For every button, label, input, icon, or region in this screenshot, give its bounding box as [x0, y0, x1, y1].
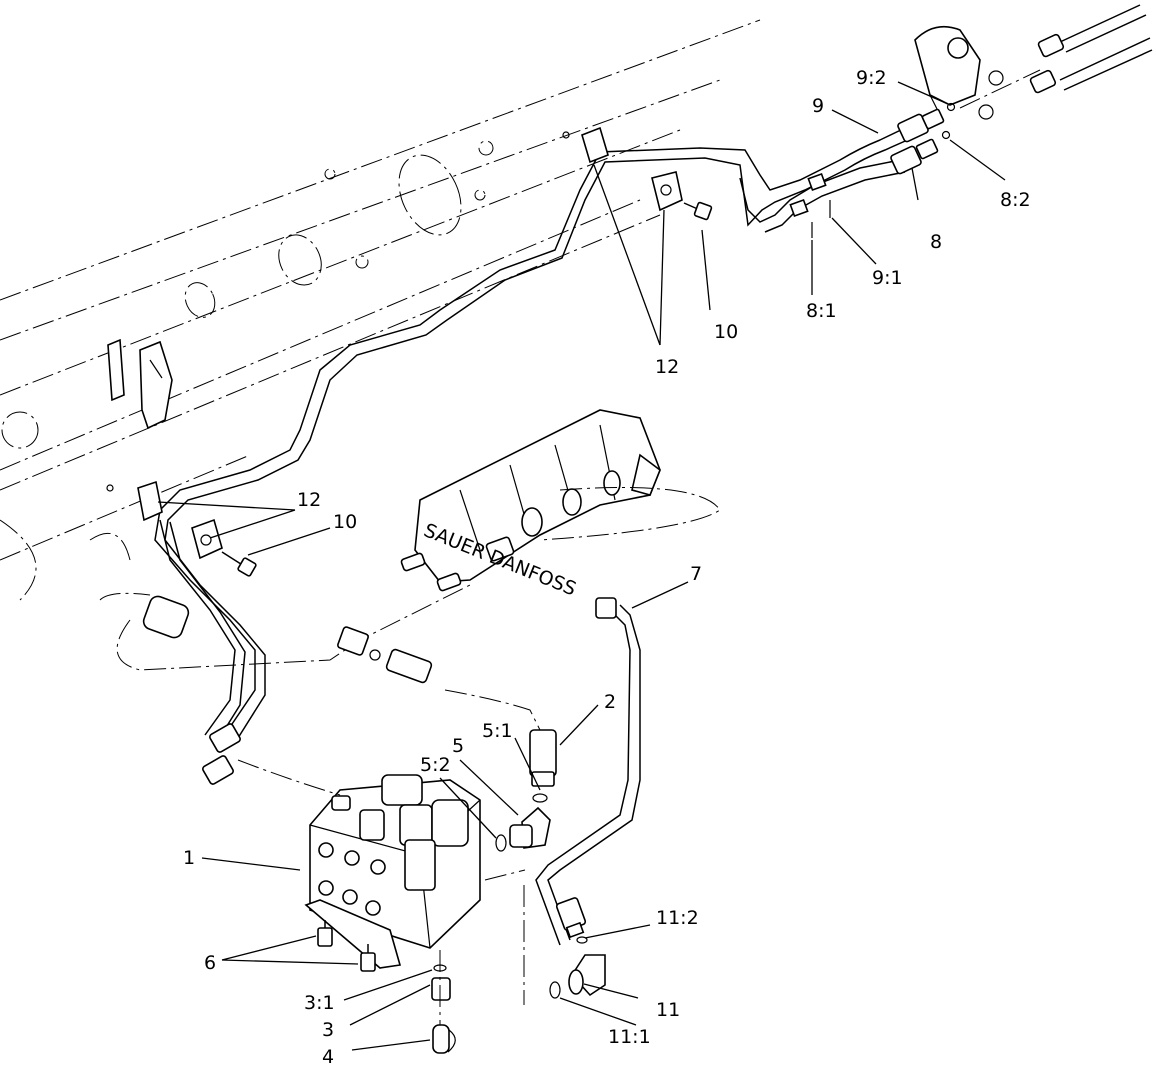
callout-12-upper: 12: [655, 356, 679, 378]
callout-4: 4: [322, 1046, 334, 1068]
clamp-12-upper-a: [562, 126, 609, 164]
pump-mount-phantom: [539, 487, 721, 541]
bolt-10-lower: [221, 551, 257, 577]
callout-3-1: 3:1: [304, 992, 335, 1014]
tube-nut-8-top: [890, 138, 939, 175]
hose-7: [523, 597, 641, 1005]
o-ring-11-2: [576, 936, 588, 944]
callout-12-lower: 12: [297, 489, 321, 511]
callout-5-2: 5:2: [420, 754, 451, 776]
hydraulic-gear-pump: SAUER DANFOSS: [400, 409, 661, 600]
clamp-12-lower-a: [106, 480, 163, 522]
callout-1: 1: [183, 847, 195, 869]
o-rings-top: [941, 102, 956, 140]
bolt-6-a: [317, 920, 333, 947]
tube-to-valve-phantom: [237, 759, 341, 796]
callout-9-1: 9:1: [872, 267, 903, 289]
callout-9: 9: [812, 95, 824, 117]
callout-5-1: 5:1: [482, 720, 513, 742]
callout-7: 7: [690, 563, 702, 585]
leader-lines: [157, 81, 1006, 1051]
clamp-12-upper-b: [651, 171, 683, 212]
callout-10-lower: 10: [333, 511, 357, 533]
frame-rail: [0, 19, 761, 601]
steel-tube-assemblies: [154, 127, 913, 746]
frame-bracket: [107, 338, 173, 430]
callout-11-1: 11:1: [608, 1026, 651, 1048]
elbow-5: [509, 806, 551, 849]
callout-9-2: 9:2: [856, 67, 887, 89]
callout-5: 5: [452, 735, 464, 757]
callout-8: 8: [930, 231, 942, 253]
bolt-10-upper: [683, 201, 713, 221]
valve-block-1: [304, 774, 526, 969]
adapter-2: [529, 729, 557, 787]
o-ring-11-1: [549, 981, 561, 999]
tube-nuts-bottom: [202, 723, 241, 785]
callout-labels: 1 2 3 3:1 4 5 5:1 5:2 6 7 8 8:1 8:2 9 9:…: [183, 67, 1031, 1068]
pump-to-valve-fittings: [99, 584, 541, 731]
bolt-6-b: [360, 944, 376, 972]
cap-4: [432, 1024, 456, 1054]
upper-mount-bracket: [914, 25, 1004, 120]
elbow-11: [568, 954, 606, 997]
tube-nut-9-top: [897, 108, 945, 143]
callout-8-2: 8:2: [1000, 189, 1031, 211]
o-ring-5-2: [495, 834, 507, 852]
rear-hose-fittings: [959, 4, 1153, 109]
o-ring-5-1: [532, 793, 548, 803]
clamp-12-lower-b: [191, 518, 223, 560]
callout-10-upper: 10: [714, 321, 738, 343]
callout-8-1: 8:1: [806, 300, 837, 322]
callout-3: 3: [322, 1019, 334, 1041]
tube-clamps-small: [789, 172, 831, 238]
callout-6: 6: [204, 952, 216, 974]
callout-2: 2: [604, 691, 616, 713]
callout-11: 11: [656, 999, 680, 1021]
fitting-3: [431, 977, 451, 1001]
callout-11-2: 11:2: [656, 907, 699, 929]
